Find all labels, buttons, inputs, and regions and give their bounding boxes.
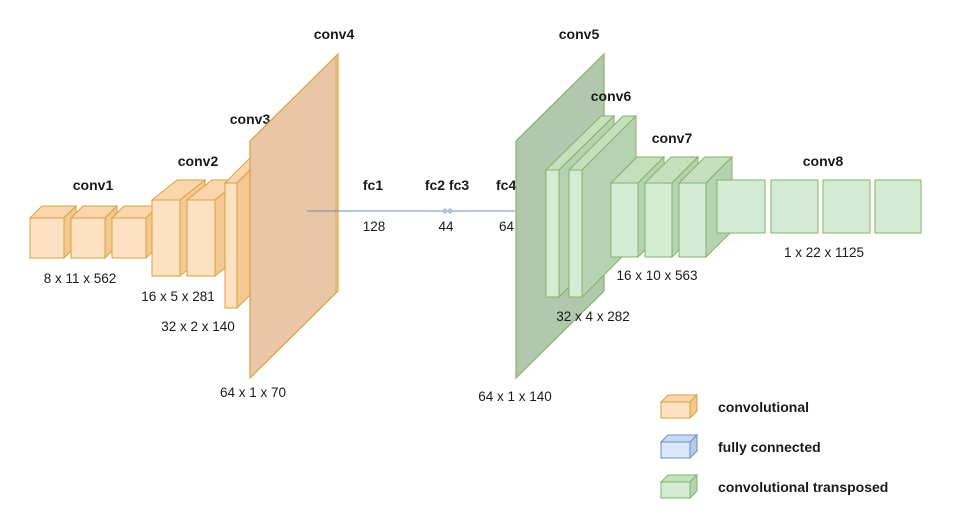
legend-convolutional-label: convolutional [718,399,809,415]
legend: convolutional fully connected convolutio… [659,393,888,500]
conv8-square-2 [770,179,819,234]
conv1-block [28,204,160,260]
conv6-dims: 32 x 4 x 282 [556,309,630,324]
legend-convolutional-icon [659,393,699,420]
fc4-dims: 64 [499,219,515,234]
conv8-square-1 [716,179,766,234]
fc1-dims: 128 [363,219,386,234]
conv4-label: conv4 [314,26,355,42]
fc2-fc3-dims: 44 [438,219,454,234]
legend-fully-connected-label: fully connected [718,439,821,455]
conv5-dims: 64 x 1 x 140 [478,389,552,404]
conv6-label: conv6 [591,88,632,104]
conv2-dims: 16 x 5 x 281 [141,289,215,304]
legend-convolutional-transposed-icon [659,473,699,500]
fc2-marker [443,208,447,214]
conv4-block [249,52,339,380]
legend-fully-connected-icon [659,433,699,460]
fc2-fc3-label: fc2 fc3 [425,177,470,193]
fc1-label: fc1 [363,177,383,193]
fc3-marker [448,208,452,214]
conv7-block [609,155,734,259]
conv7-label: conv7 [652,130,693,146]
conv8-square-4 [874,179,922,234]
conv3-dims: 32 x 2 x 140 [161,319,235,334]
fc4-label: fc4 [496,177,516,193]
conv4-dims: 64 x 1 x 70 [220,385,286,400]
conv8-label: conv8 [803,153,844,169]
conv3-label: conv3 [230,111,271,127]
conv8-square-3 [822,179,871,234]
conv1-dims: 8 x 11 x 562 [44,271,117,286]
conv8-dims: 1 x 22 x 1125 [784,245,864,260]
conv2-label: conv2 [178,153,219,169]
conv1-label: conv1 [73,177,114,193]
conv8-block [716,179,922,234]
legend-convolutional-transposed-label: convolutional transposed [718,479,888,495]
conv7-dims: 16 x 10 x 563 [616,268,697,283]
conv5-label: conv5 [559,26,600,42]
